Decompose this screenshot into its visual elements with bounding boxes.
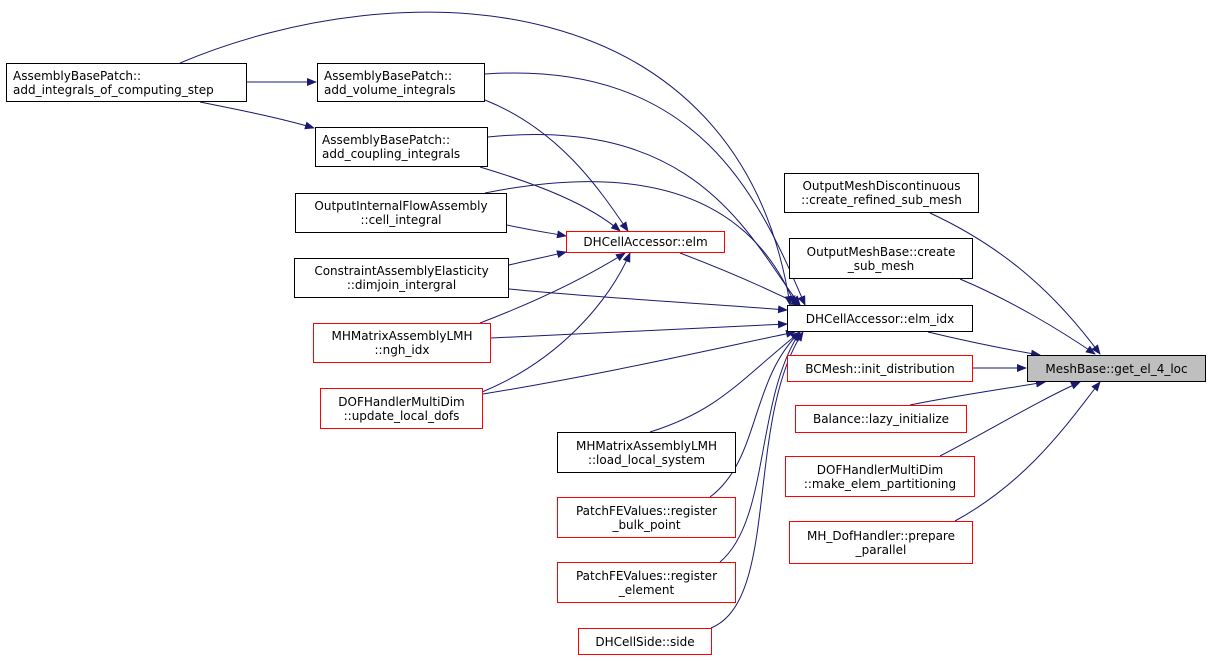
node-prepare-parallel[interactable]: MH_DofHandler::prepare_parallel (789, 521, 973, 564)
node-label: DOFHandlerMultiDim (816, 462, 944, 477)
node-label: ::make_elem_partitioning (803, 476, 957, 491)
node-label: MeshBase::get_el_4_loc (1045, 361, 1188, 376)
node-create-refined-sub-mesh[interactable]: OutputMeshDiscontinuous::create_refined_… (784, 173, 979, 213)
edge-update-local-dofs-to-elm-idx (482, 329, 796, 395)
node-make-elem-partitioning[interactable]: DOFHandlerMultiDim::make_elem_partitioni… (785, 456, 975, 497)
node-label: MHMatrixAssemblyLMH (575, 438, 718, 453)
node-add-integrals-of-computing-step[interactable]: AssemblyBasePatch::add_integrals_of_comp… (6, 63, 247, 102)
node-create-sub-mesh[interactable]: OutputMeshBase::create_sub_mesh (789, 238, 973, 279)
node-label: ::ngh_idx (374, 343, 430, 357)
node-label: _sub_mesh (847, 258, 915, 273)
edge-dimjoin-to-elm (508, 250, 567, 266)
node-init-distribution[interactable]: BCMesh::init_distribution (787, 355, 973, 382)
node-label: AssemblyBasePatch:: (13, 68, 142, 83)
edge-prepare-parallel-to-get-el-4-loc (954, 381, 1101, 522)
edge-coupling-to-elm-idx (487, 134, 801, 306)
node-label: BCMesh::init_distribution (805, 361, 955, 376)
edge-coupling-to-elm (479, 166, 621, 232)
node-register-element[interactable]: PatchFEValues::register_element (557, 562, 736, 603)
node-label: AssemblyBasePatch:: (324, 68, 453, 83)
node-label: ::cell_integral (360, 213, 442, 227)
node-dimjoin-intergral[interactable]: ConstraintAssemblyElasticity::dimjoin_in… (294, 258, 509, 298)
edge-update-local-dofs-to-elm (481, 252, 631, 393)
node-cell-integral[interactable]: OutputInternalFlowAssembly::cell_integra… (295, 193, 507, 233)
edge-make-elem-partitioning-to-get-el-4-loc (939, 381, 1081, 457)
node-label: DHCellAccessor::elm_idx (805, 311, 955, 326)
edge-register-element-to-elm-idx (719, 331, 801, 563)
edge-create-sub-mesh-to-get-el-4-loc (959, 278, 1096, 355)
node-label: OutputMeshBase::create (806, 244, 956, 259)
node-get-el-4-loc[interactable]: MeshBase::get_el_4_loc (1027, 355, 1206, 382)
edge-volume-to-elm (484, 99, 629, 232)
node-label: ConstraintAssemblyElasticity (314, 264, 489, 278)
edge-bulk-point-to-elm-idx (709, 331, 801, 498)
node-label: ::dimjoin_intergral (346, 278, 457, 292)
edge-ngh-idx-to-elm-idx (490, 320, 788, 339)
edge-side-to-elm-idx (710, 331, 804, 629)
node-label: add_volume_integrals (324, 82, 456, 97)
node-label: DOFHandlerMultiDim (338, 394, 465, 409)
node-label: DHCellSide::side (595, 634, 695, 649)
node-label: DHCellAccessor::elm (583, 235, 708, 249)
node-label: _parallel (855, 542, 907, 557)
node-label: PatchFEValues::register (575, 568, 717, 583)
edge-dimjoin-to-elm-idx (508, 288, 788, 314)
node-label: _bulk_point (612, 517, 681, 532)
node-label: OutputInternalFlowAssembly (314, 199, 488, 213)
node-label: MH_DofHandler::prepare (806, 528, 955, 543)
node-label: AssemblyBasePatch:: (322, 133, 451, 147)
edge-ngh-idx-to-elm (479, 252, 626, 324)
node-add-coupling-integrals[interactable]: AssemblyBasePatch::add_coupling_integral… (315, 127, 488, 167)
edge-computing-step-to-elm-idx (179, 11, 793, 306)
node-update-local-dofs[interactable]: DOFHandlerMultiDim::update_local_dofs (320, 388, 483, 429)
node-label: PatchFEValues::register (575, 503, 717, 518)
node-elm-idx[interactable]: DHCellAccessor::elm_idx (787, 305, 973, 332)
edge-elm-idx-to-get-el-4-loc (927, 331, 1041, 358)
node-label: Balance::lazy_initialize (812, 412, 950, 426)
node-label: _element (618, 582, 675, 597)
edge-lazy-initialize-to-get-el-4-loc (909, 379, 1046, 406)
node-label: OutputMeshDiscontinuous (802, 179, 961, 193)
edge-cell-integral-to-elm (506, 224, 567, 239)
node-add-volume-integrals[interactable]: AssemblyBasePatch::add_volume_integrals (317, 63, 485, 102)
node-side[interactable]: DHCellSide::side (578, 628, 712, 655)
node-label: MHMatrixAssemblyLMH (331, 329, 473, 343)
node-label: ::update_local_dofs (343, 408, 460, 423)
node-lazy-initialize[interactable]: Balance::lazy_initialize (795, 405, 967, 433)
edge-computing-step-to-coupling (199, 101, 315, 130)
node-label: ::create_refined_sub_mesh (801, 193, 962, 207)
node-load-local-system[interactable]: MHMatrixAssemblyLMH::load_local_system (557, 432, 736, 473)
node-elm[interactable]: DHCellAccessor::elm (566, 231, 725, 253)
edge-load-local-system-to-elm-idx (649, 331, 801, 433)
node-label: ::load_local_system (587, 452, 706, 467)
node-label: add_integrals_of_computing_step (13, 82, 214, 97)
node-ngh-idx[interactable]: MHMatrixAssemblyLMH::ngh_idx (313, 323, 491, 363)
edge-create-refined-sub-mesh-to-get-el-4-loc (929, 212, 1101, 355)
edge-cell-integral-to-elm-idx (484, 181, 796, 306)
node-register-bulk-point[interactable]: PatchFEValues::register_bulk_point (557, 497, 736, 538)
node-label: add_coupling_integrals (322, 147, 461, 161)
edge-volume-to-elm-idx (484, 72, 806, 306)
